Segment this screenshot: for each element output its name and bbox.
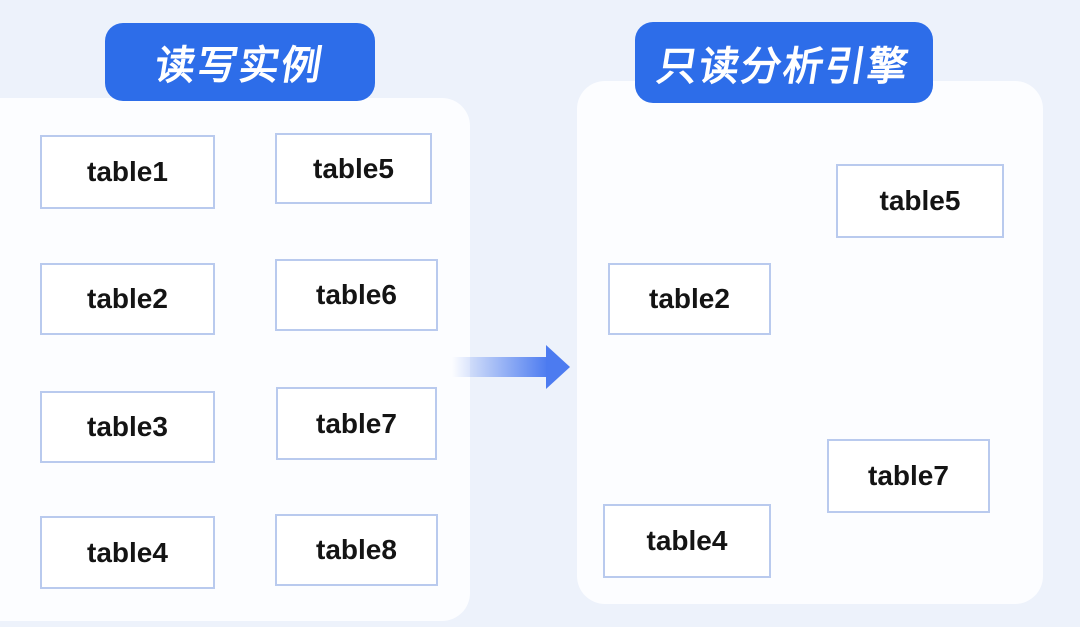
table-box-table7: table7	[276, 387, 437, 460]
read-only-analysis-engine-panel: table5 table2 table7 table4	[577, 81, 1043, 604]
table-box-table2: table2	[40, 263, 215, 335]
table-box-table8: table8	[275, 514, 438, 586]
table-box-table3: table3	[40, 391, 215, 463]
read-write-instance-header: 读写实例	[105, 23, 375, 101]
table-box-table4: table4	[40, 516, 215, 589]
flow-arrow	[452, 345, 570, 389]
read-only-analysis-engine-header: 只读分析引擎	[635, 22, 933, 103]
replica-table-box-table2: table2	[608, 263, 771, 335]
read-write-instance-title: 读写实例	[151, 44, 327, 88]
replica-table-box-table7: table7	[827, 439, 990, 513]
read-only-analysis-engine-title: 只读分析引擎	[653, 44, 913, 89]
arrow-head-icon	[546, 345, 570, 389]
table-box-table1: table1	[40, 135, 215, 209]
replica-table-box-table5: table5	[836, 164, 1004, 238]
table-box-table5: table5	[275, 133, 432, 204]
read-write-instance-panel: table1 table2 table3 table4 table5 table…	[0, 98, 470, 621]
arrow-shaft	[452, 357, 548, 377]
replica-table-box-table4: table4	[603, 504, 771, 578]
table-box-table6: table6	[275, 259, 438, 331]
